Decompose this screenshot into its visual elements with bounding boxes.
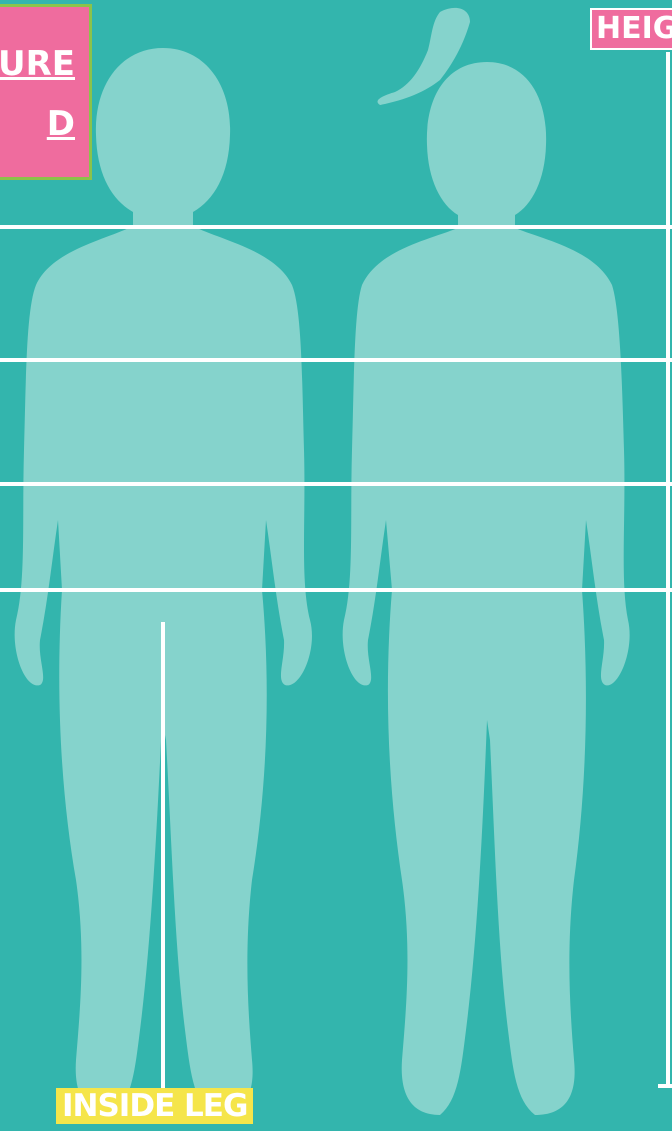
- inside-leg-label: INSIDE LEG: [56, 1088, 253, 1124]
- chest-line: [0, 358, 672, 362]
- waist-line: [0, 482, 672, 486]
- height-label: HEIG: [590, 8, 672, 50]
- title-box[interactable]: URE D: [0, 4, 92, 180]
- girl-silhouette: [343, 8, 630, 1115]
- height-line: [658, 52, 672, 1088]
- title-line-1[interactable]: URE: [0, 47, 75, 81]
- inside-leg-line: [161, 622, 165, 1092]
- title-line-2[interactable]: D: [47, 107, 75, 141]
- hip-line: [0, 588, 672, 592]
- neck-line: [0, 225, 672, 229]
